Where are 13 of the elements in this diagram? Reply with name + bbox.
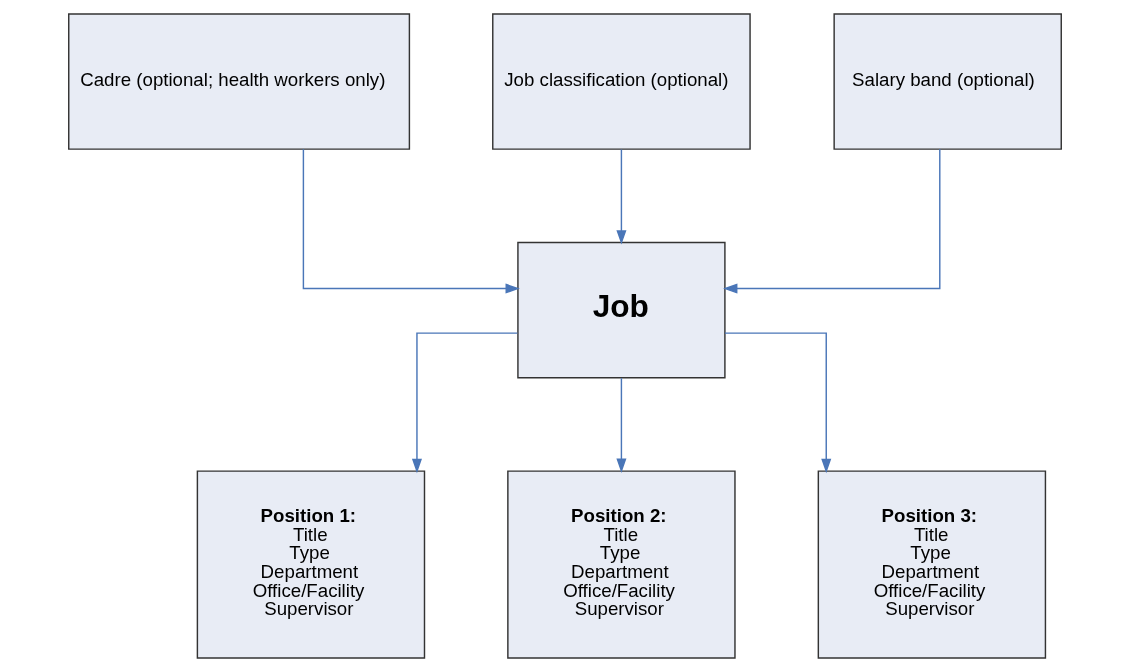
arrow [616, 377, 627, 473]
node-box: Position 2: Title Type Department Office/Facility Supervisor [507, 470, 736, 659]
node-box: Salary band (optional) [833, 13, 1062, 150]
node-box: Position 3: Title Type Department Office/Facility Supervisor [817, 470, 1047, 659]
arrow [616, 148, 627, 245]
node-box: Job classification (optional) [492, 13, 751, 150]
node-box: Position 1: Title Type Department Office/Facility Supervisor [196, 470, 426, 659]
arrow [724, 332, 832, 474]
node-box: Cadre (optional; health workers only) [68, 13, 411, 150]
arrow [411, 332, 519, 474]
arrow [723, 148, 941, 294]
node-box: Job [517, 241, 726, 379]
arrow [302, 148, 520, 294]
